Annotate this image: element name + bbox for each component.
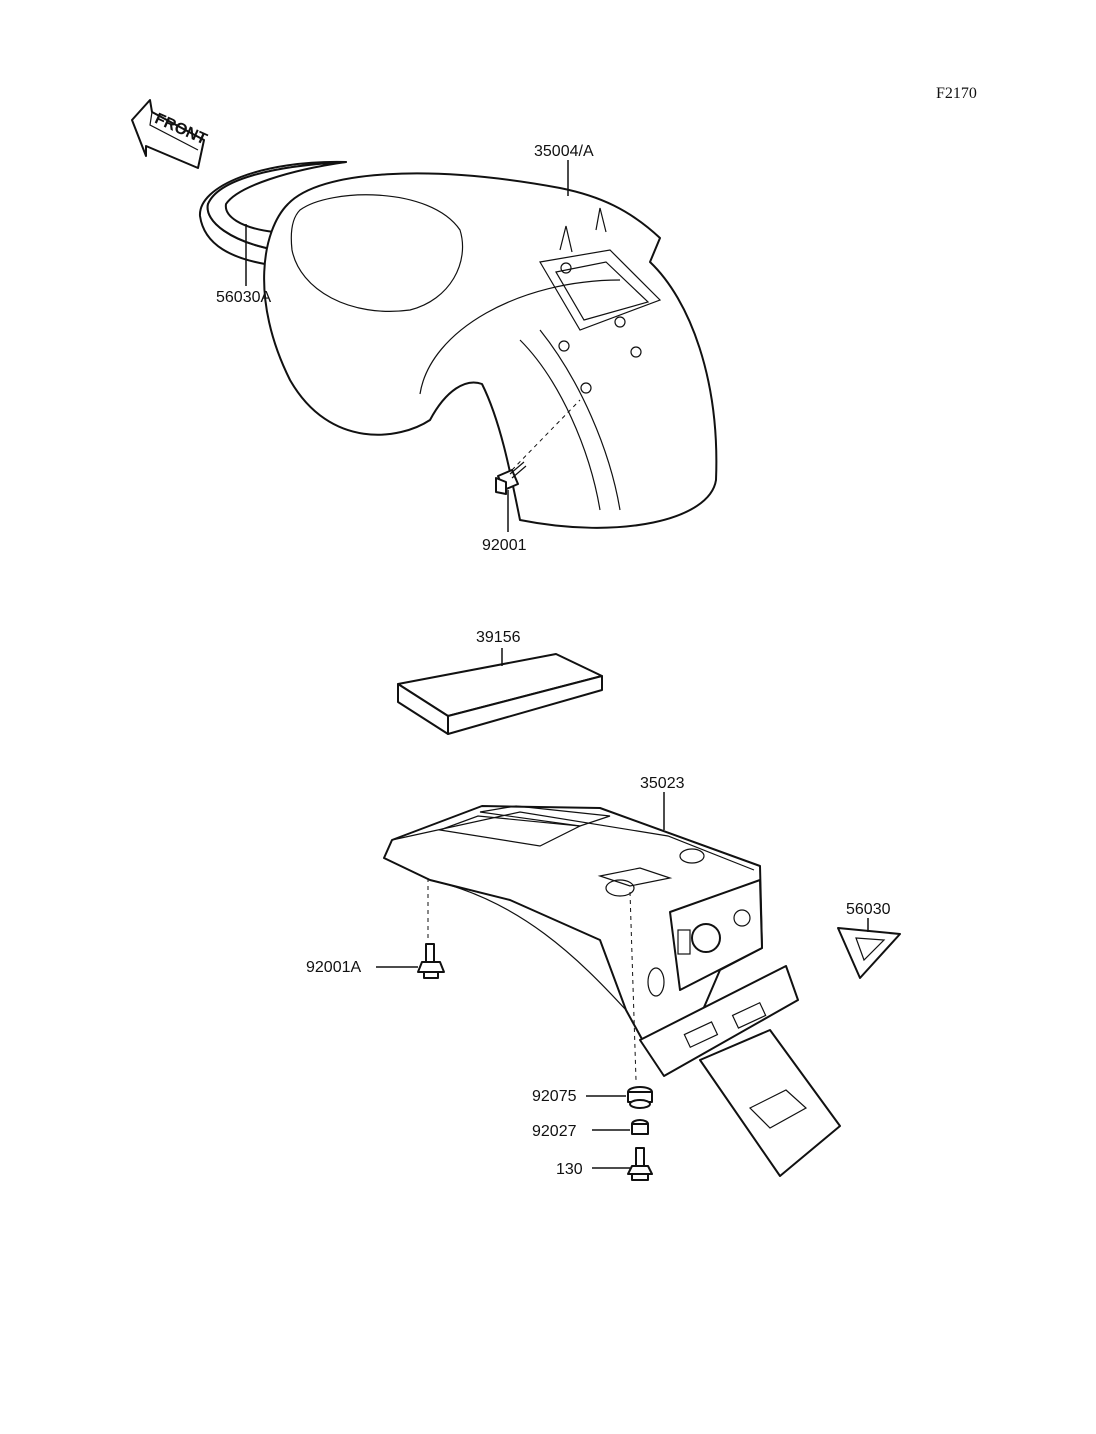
label-grommet: 92075 xyxy=(532,1088,577,1105)
collar-icon xyxy=(631,1119,649,1135)
document-pouch xyxy=(397,653,603,735)
front-fender xyxy=(263,172,718,529)
label-rear-fender-bolt: 92001A xyxy=(306,959,361,976)
label-front-fender: 35004/A xyxy=(534,143,594,160)
rear-fender-bolt-icon xyxy=(417,943,445,979)
label-warning-label: 56030 xyxy=(846,901,891,918)
front-arrow-icon: FRONT xyxy=(131,99,210,169)
label-front-fender-bolt: 92001 xyxy=(482,537,527,554)
rear-fender xyxy=(383,805,841,1177)
label-document-pouch: 39156 xyxy=(476,629,521,646)
grommet-icon xyxy=(627,1086,653,1109)
flange-bolt-icon xyxy=(627,1147,653,1181)
label-rear-fender: 35023 xyxy=(640,775,685,792)
label-flange-bolt: 130 xyxy=(556,1161,583,1178)
label-collar: 92027 xyxy=(532,1123,577,1140)
warning-label-icon xyxy=(837,927,901,979)
front-fender-bolt-icon xyxy=(495,461,527,495)
label-front-fender-stripe: 56030A xyxy=(216,289,271,306)
figure-code: F2170 xyxy=(936,85,977,102)
